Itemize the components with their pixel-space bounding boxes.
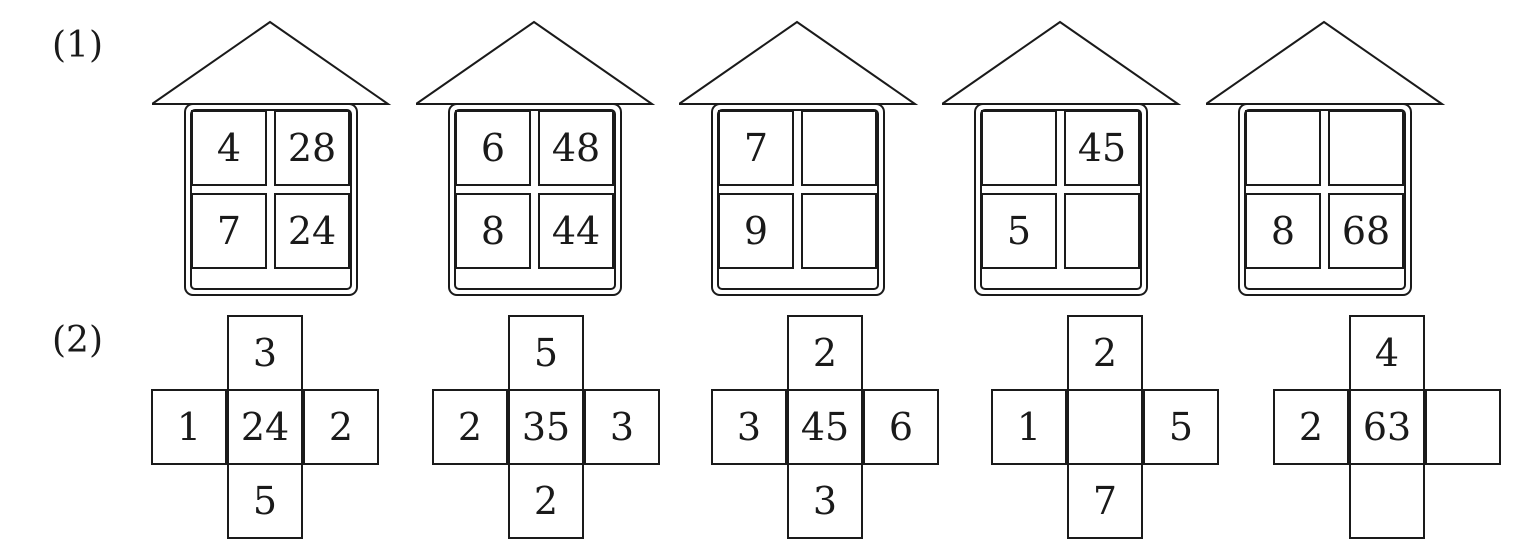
house-3: 7 9 — [679, 20, 919, 296]
roof-2 — [416, 20, 656, 105]
cross-cell-bottom: 3 — [787, 463, 863, 539]
house-cell: 8 — [455, 193, 531, 269]
house-cell: 8 — [1245, 193, 1321, 269]
part-2-label: (2) — [52, 320, 103, 361]
cross-cell-bottom — [1349, 463, 1425, 539]
cross-cell-center: 24 — [227, 389, 303, 465]
house-cell — [801, 193, 877, 269]
house-cell: 7 — [191, 193, 267, 269]
cross-cell-right: 2 — [303, 389, 379, 465]
house-cell: 28 — [274, 110, 350, 186]
cross-cell-bottom: 2 — [508, 463, 584, 539]
cross-3: 2 3 45 6 3 — [711, 315, 939, 543]
cross-cell-left: 3 — [711, 389, 787, 465]
cross-cell-right: 3 — [584, 389, 660, 465]
house-cell: 7 — [718, 110, 794, 186]
cross-cell-top: 4 — [1349, 315, 1425, 391]
cross-cell-top: 2 — [1067, 315, 1143, 391]
house-cell — [981, 110, 1057, 186]
cross-2: 5 2 35 3 2 — [432, 315, 660, 543]
cross-cell-right: 5 — [1143, 389, 1219, 465]
house-cell: 9 — [718, 193, 794, 269]
cross-cell-top: 3 — [227, 315, 303, 391]
cross-cell-center: 63 — [1349, 389, 1425, 465]
house-cell — [1064, 193, 1140, 269]
roof-3 — [679, 20, 919, 105]
house-cell: 4 — [191, 110, 267, 186]
cross-cell-left: 2 — [1273, 389, 1349, 465]
house-2: 6 48 8 44 — [416, 20, 656, 296]
roof-1 — [152, 20, 392, 105]
cross-cell-right: 6 — [863, 389, 939, 465]
house-cell — [1328, 110, 1404, 186]
house-cell: 45 — [1064, 110, 1140, 186]
cross-cell-center — [1067, 389, 1143, 465]
house-cell — [801, 110, 877, 186]
house-cell: 44 — [538, 193, 614, 269]
cross-cell-center: 35 — [508, 389, 584, 465]
roof-5 — [1206, 20, 1446, 105]
cross-cell-bottom: 5 — [227, 463, 303, 539]
house-cell: 68 — [1328, 193, 1404, 269]
cross-cell-left: 2 — [432, 389, 508, 465]
cross-5: 4 2 63 — [1273, 315, 1501, 543]
cross-cell-left: 1 — [151, 389, 227, 465]
house-cell: 6 — [455, 110, 531, 186]
cross-cell-top: 5 — [508, 315, 584, 391]
cross-cell-right — [1425, 389, 1501, 465]
roof-4 — [942, 20, 1182, 105]
house-cell: 48 — [538, 110, 614, 186]
house-4: 45 5 — [942, 20, 1182, 296]
cross-1: 3 1 24 2 5 — [151, 315, 379, 543]
cross-cell-left: 1 — [991, 389, 1067, 465]
cross-cell-top: 2 — [787, 315, 863, 391]
house-cell — [1245, 110, 1321, 186]
house-1: 4 28 7 24 — [152, 20, 392, 296]
cross-cell-bottom: 7 — [1067, 463, 1143, 539]
cross-4: 2 1 5 7 — [991, 315, 1219, 543]
cross-cell-center: 45 — [787, 389, 863, 465]
house-5: 8 68 — [1206, 20, 1446, 296]
house-cell: 24 — [274, 193, 350, 269]
part-1-label: (1) — [52, 25, 103, 66]
house-cell: 5 — [981, 193, 1057, 269]
